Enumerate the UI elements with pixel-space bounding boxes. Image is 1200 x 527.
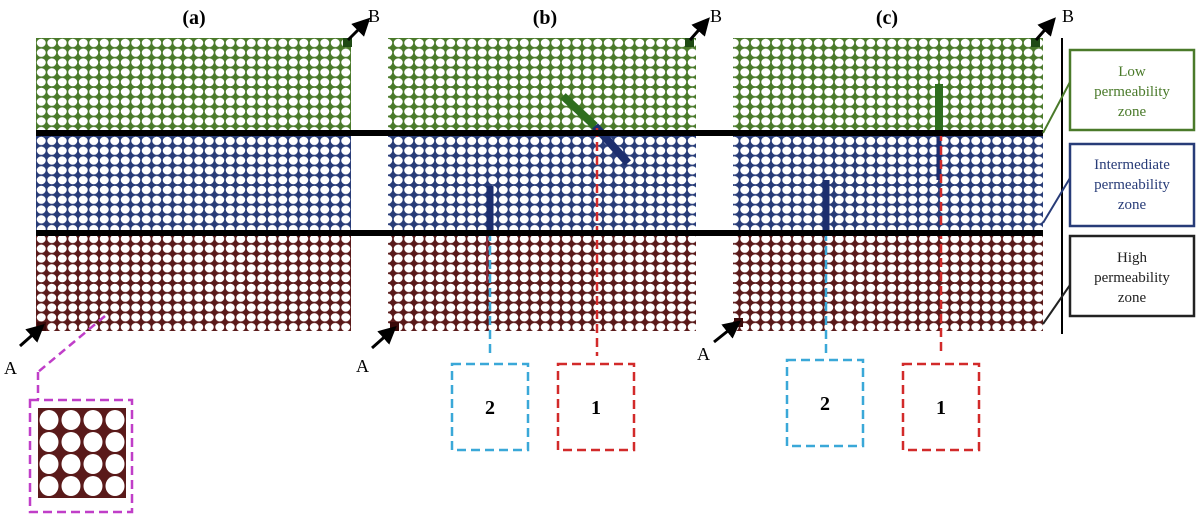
zone-legend: Low permeability zone Intermediate perme… — [1042, 38, 1196, 334]
legend-intermediate-box — [1068, 142, 1196, 228]
panel-b-outlet-marker — [685, 38, 694, 47]
panel-a-low-zone — [36, 38, 351, 133]
panel-a-inlet-label: A — [4, 358, 17, 378]
magnified-pore — [105, 476, 125, 496]
panel-c-label: (c) — [876, 7, 898, 29]
panel-b-inlet-arrow — [371, 326, 397, 350]
panel-c-high-zone — [733, 233, 1043, 331]
panel-a-inlet-arrow — [19, 324, 45, 348]
panel-a-label: (a) — [182, 7, 205, 29]
legend-high-line-3: zone — [1118, 290, 1147, 306]
panel-b-intermediate-zone — [388, 133, 696, 233]
panel-c-intermediate-zone — [733, 133, 1043, 233]
panel-b-inlet-marker — [390, 322, 399, 331]
magnified-pore — [83, 432, 103, 452]
magnified-pore — [83, 410, 103, 430]
legend-intermediate-line-1: Intermediate — [1094, 157, 1170, 173]
magnified-pore — [39, 476, 59, 496]
panel-c-box-2-label: 2 — [820, 393, 830, 415]
magnified-pore — [61, 476, 81, 496]
panel-b-box-1-label: 1 — [591, 397, 601, 419]
legend-low-line-3: zone — [1118, 104, 1147, 120]
panel-a-inlet-marker — [37, 322, 46, 331]
panel-c: (c) B A 2 1 — [697, 6, 1074, 452]
panel-c-box-1-label: 1 — [936, 397, 946, 419]
legend-intermediate-line-2: permeability — [1094, 177, 1170, 193]
magnifier-leader — [37, 315, 106, 373]
panel-b-high-zone — [388, 233, 696, 331]
magnified-pore — [105, 454, 125, 474]
panel-c-outlet-label: B — [1062, 6, 1074, 26]
magnified-pore-view — [38, 408, 126, 498]
legend-intermediate-line-3: zone — [1118, 197, 1147, 213]
magnified-pore — [105, 432, 125, 452]
magnified-pore — [61, 454, 81, 474]
panel-a-high-zone — [36, 233, 351, 331]
magnifier-box — [28, 398, 134, 514]
panel-b: (b) B A 2 1 — [356, 6, 722, 452]
panel-c-low-zone — [733, 38, 1043, 133]
panel-a: (a) B A — [4, 6, 380, 514]
panel-c-outlet-marker — [1031, 38, 1040, 47]
panel-a-intermediate-zone — [36, 133, 351, 233]
panel-b-fracture-1-low-part — [560, 93, 598, 129]
panel-b-label: (b) — [533, 7, 557, 29]
legend-low-line-2: permeability — [1094, 84, 1170, 100]
panel-b-box-2 — [450, 362, 530, 452]
panel-a-outlet-arrow — [346, 17, 371, 42]
panel-c-inlet-marker — [734, 318, 743, 327]
legend-low-box — [1068, 48, 1196, 132]
panel-b-outlet-arrow — [688, 17, 710, 41]
panel-a-outlet-marker — [343, 38, 352, 47]
magnified-pore — [39, 410, 59, 430]
panel-a-outlet-label: B — [368, 6, 380, 26]
magnified-pore — [61, 432, 81, 452]
panel-b-box-1 — [556, 362, 636, 452]
panel-b-inlet-label: A — [356, 356, 369, 376]
panel-c-inlet-arrow — [713, 320, 742, 344]
legend-tick-intermediate — [1042, 177, 1071, 224]
panel-c-inlet-label: A — [697, 344, 710, 364]
panel-c-box-1 — [901, 362, 981, 452]
panel-c-outlet-arrow — [1034, 17, 1056, 41]
panel-b-outlet-label: B — [710, 6, 722, 26]
legend-low-line-1: Low — [1118, 64, 1146, 80]
legend-high-box — [1068, 234, 1196, 318]
panel-b-box-2-label: 2 — [485, 397, 495, 419]
panel-b-low-zone — [388, 38, 696, 133]
legend-tick-high — [1042, 284, 1071, 325]
magnified-pore — [105, 410, 125, 430]
magnified-pore — [83, 476, 103, 496]
legend-high-line-1: High — [1117, 250, 1148, 266]
panel-c-box-2 — [785, 358, 865, 448]
legend-high-line-2: permeability — [1094, 270, 1170, 286]
magnified-pore — [39, 432, 59, 452]
magnified-pore — [83, 454, 103, 474]
magnified-pore — [39, 454, 59, 474]
magnified-pore — [61, 410, 81, 430]
legend-tick-low — [1042, 81, 1071, 134]
